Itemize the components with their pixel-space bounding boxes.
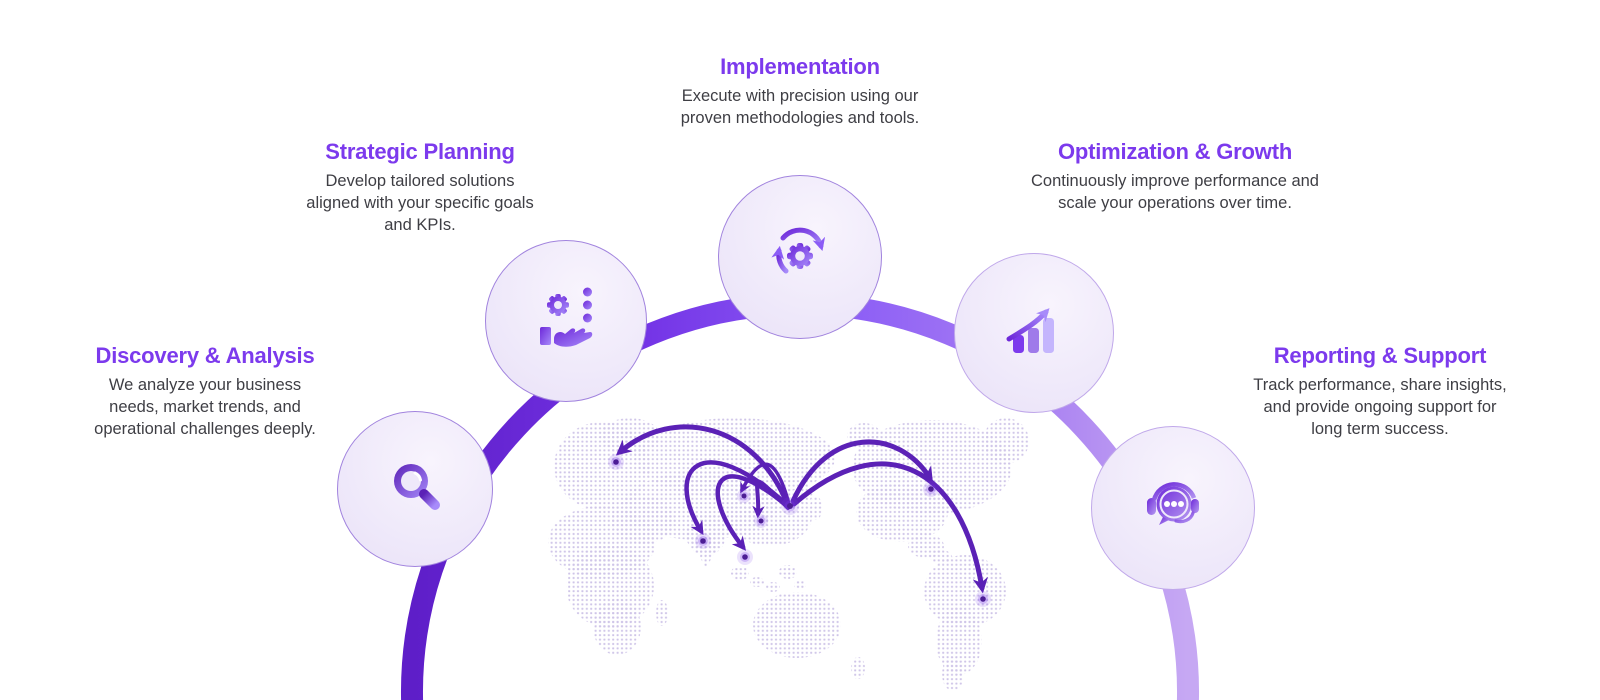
step-title: Reporting & Support [1273, 343, 1487, 368]
step-description: Execute with precision using our proven … [680, 87, 920, 128]
step-description: Continuously improve performance and sca… [1031, 172, 1319, 213]
step-description: Develop tailored solutions aligned with … [306, 172, 534, 235]
step-text-reporting: Reporting & Support Track performance, s… [1252, 343, 1508, 441]
world-map [548, 418, 1029, 691]
gear-hand-icon [524, 277, 608, 366]
step-node-strategic [485, 240, 647, 402]
step-title: Optimization & Growth [1057, 139, 1293, 164]
step-node-optimization [954, 253, 1114, 413]
support-headset-icon [1131, 464, 1215, 553]
step-node-implementation [718, 175, 882, 339]
growth-chart-icon [992, 289, 1076, 378]
step-title: Strategic Planning [325, 139, 515, 164]
step-text-optimization: Optimization & Growth Continuously impro… [1015, 139, 1335, 215]
step-node-discovery [337, 411, 493, 567]
step-text-implementation: Implementation Execute with precision us… [675, 54, 925, 130]
step-text-discovery: Discovery & Analysis We analyze your bus… [90, 343, 320, 441]
step-text-strategic: Strategic Planning Develop tailored solu… [305, 139, 535, 237]
step-description: Track performance, share insights, and p… [1253, 376, 1507, 439]
step-title: Implementation [720, 54, 880, 79]
step-description: We analyze your business needs, market t… [94, 376, 316, 439]
step-node-reporting [1091, 426, 1255, 590]
map-connection-arrows [615, 424, 988, 594]
map-location-markers [608, 454, 991, 607]
magnifier-icon [375, 447, 455, 532]
process-cycle-icon [758, 213, 842, 302]
step-title: Discovery & Analysis [95, 343, 315, 368]
